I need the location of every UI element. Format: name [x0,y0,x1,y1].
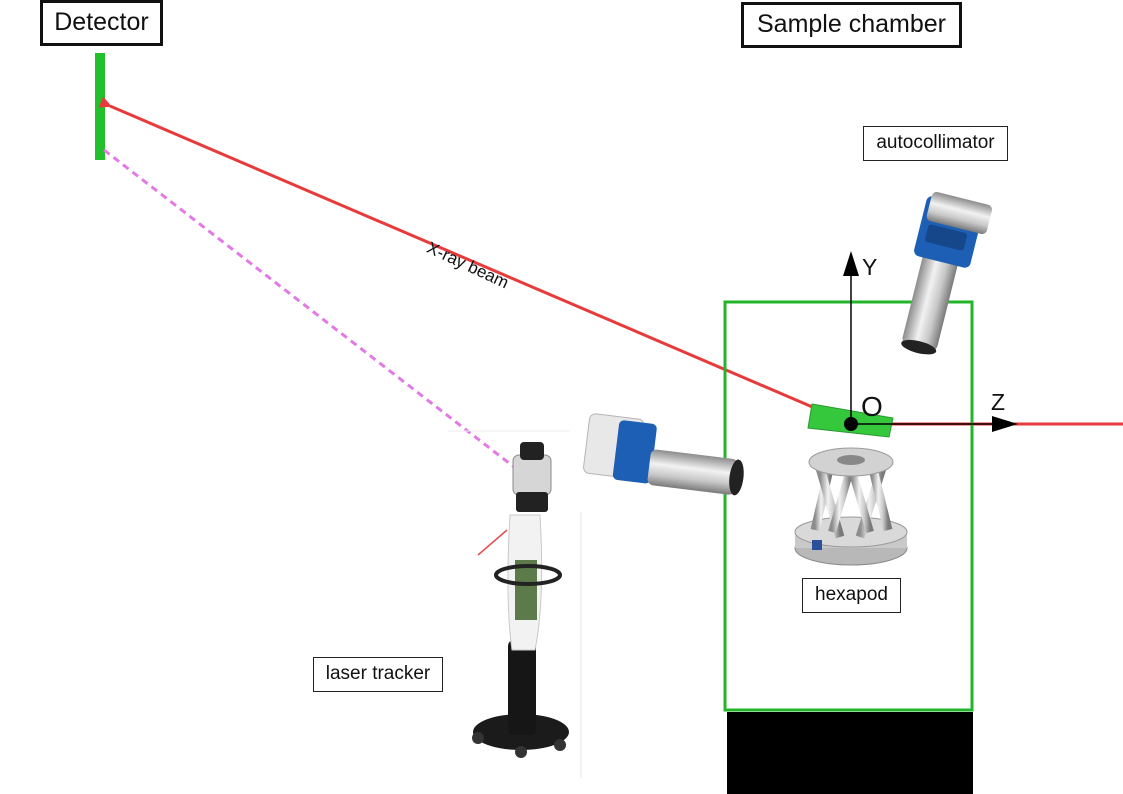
sample-chamber-frame [723,300,974,712]
detector-plate [95,53,105,160]
hexapod-icon [794,447,908,566]
autocollimator-icon [901,191,993,355]
hexapod-label: hexapod [802,578,901,613]
y-axis-arrowhead [843,251,859,276]
detector-label: Detector [40,0,163,46]
z-axis-arrowhead [992,416,1018,432]
laser-tracker-label: laser tracker [313,657,443,692]
z-axis-label: Z [991,389,1006,415]
autocollimator-label: autocollimator [863,126,1008,161]
origin-label: O [861,391,883,422]
xray-beam-incident [98,96,853,426]
sample-chamber-label: Sample chamber [741,2,962,48]
laser-tracker-icon [448,430,582,778]
chamber-stand [727,712,973,794]
tracker-ray [103,148,519,472]
origin-point [844,417,858,431]
autocollimator-side-icon [583,413,744,496]
y-axis-label: Y [862,254,878,280]
